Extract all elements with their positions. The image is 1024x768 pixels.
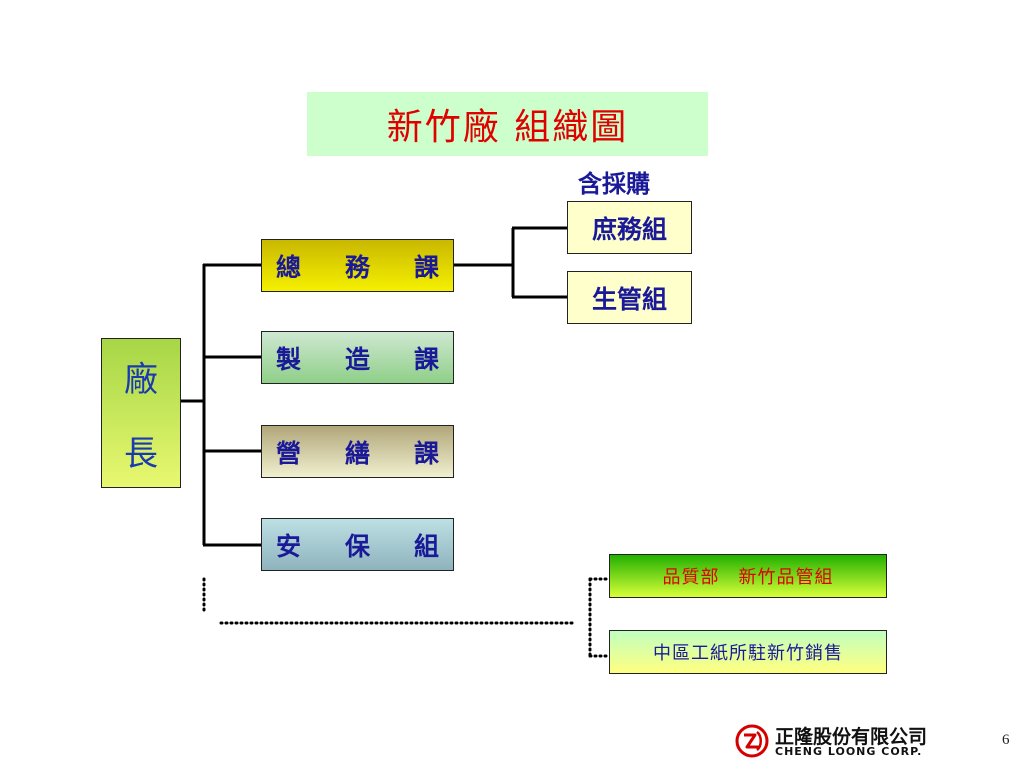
company-name-en: CHENG LOONG CORP. (775, 745, 923, 758)
node-label-char: 課 (413, 252, 439, 282)
node-plant-manager-char: 廠 (124, 359, 158, 400)
company-logo-mark-icon (735, 724, 769, 758)
node-label-char: 課 (413, 344, 439, 374)
node-label-char: 保 (344, 531, 370, 561)
node-security[interactable]: 安 保 組 (261, 518, 454, 571)
procurement-note: 含採購 (578, 169, 650, 198)
node-label-char: 安 (276, 531, 302, 561)
node-label-char: 總 (276, 252, 302, 282)
node-label-char: 營 (276, 438, 302, 468)
node-quality-dept[interactable]: 品質部 新竹品管組 (609, 554, 887, 598)
node-plant-manager-char: 長 (124, 433, 158, 474)
node-label-char: 務 (344, 252, 370, 282)
chart-title: 新竹廠 組織圖 (307, 92, 708, 156)
node-production-control[interactable]: 生管組 (567, 271, 692, 324)
node-manufacturing[interactable]: 製 造 課 (261, 331, 454, 384)
node-central-sales[interactable]: 中區工紙所駐新竹銷售 (609, 630, 887, 674)
node-maintenance[interactable]: 營 繕 課 (261, 425, 454, 478)
page-number: 6 (1002, 732, 1010, 748)
node-label-char: 造 (344, 344, 370, 374)
node-general-affairs[interactable]: 總 務 課 (261, 239, 454, 292)
company-name-cn: 正隆股份有限公司 (775, 726, 928, 748)
node-general-services[interactable]: 庶務組 (567, 201, 692, 254)
node-label-char: 製 (276, 344, 302, 374)
node-plant-manager[interactable]: 廠 長 (101, 338, 181, 488)
node-label-char: 組 (413, 531, 439, 561)
node-label-char: 課 (413, 438, 439, 468)
company-logo: 正隆股份有限公司 CHENG LOONG CORP. (735, 722, 965, 762)
node-label-char: 繕 (344, 438, 370, 468)
